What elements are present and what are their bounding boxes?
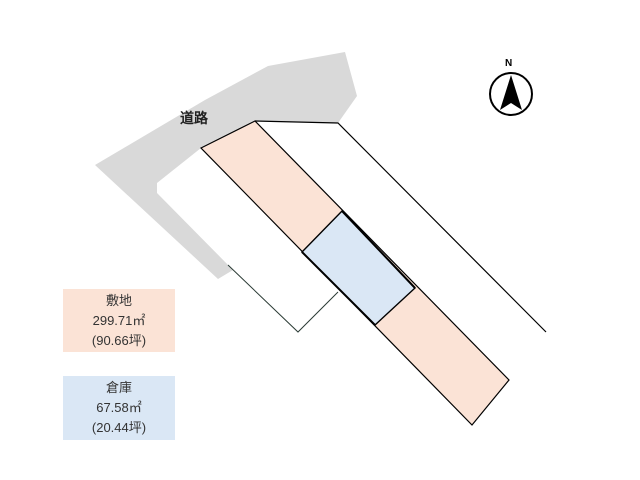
legend-site-title: 敷地	[105, 293, 132, 308]
north-arrow-icon	[489, 72, 533, 116]
legend-warehouse-area-m2: 67.58㎡	[96, 400, 142, 415]
legend-site-area-tsubo: (90.66坪)	[91, 333, 147, 348]
legend-warehouse-area-tsubo: (20.44坪)	[91, 420, 147, 435]
legend-warehouse-title: 倉庫	[105, 380, 132, 395]
legend-site: 敷地 299.71㎡ (90.66坪)	[63, 289, 175, 352]
adjacent-parcel-boundary-right	[254, 120, 547, 333]
road-area	[95, 52, 357, 279]
road-label: 道路	[180, 111, 208, 127]
adjacent-parcel-boundary-left	[227, 264, 339, 333]
legend-warehouse: 倉庫 67.58㎡ (20.44坪)	[63, 376, 175, 440]
north-label: N	[505, 58, 513, 69]
legend-site-area-m2: 299.71㎡	[92, 313, 146, 328]
